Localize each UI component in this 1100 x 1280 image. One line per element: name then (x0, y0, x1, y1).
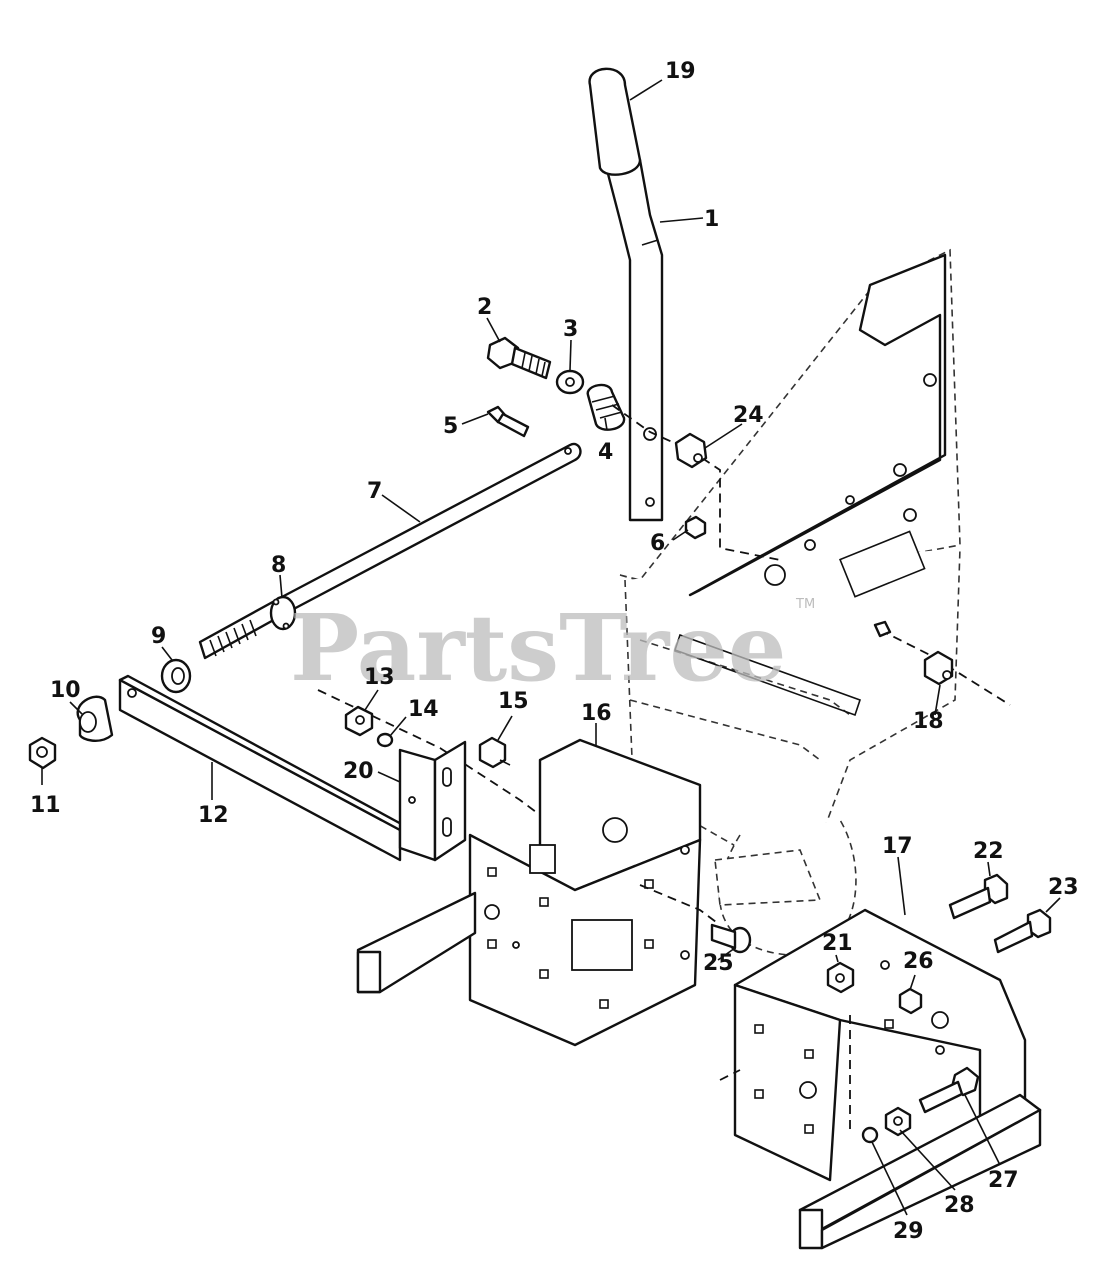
watermark-trademark: TM (795, 597, 815, 612)
small-bolt (486, 405, 530, 438)
callout-6: 6 (650, 531, 665, 556)
frame-axis-line (879, 629, 1011, 706)
callout-21: 21 (822, 931, 853, 956)
rod-collar (269, 595, 297, 631)
callout-28: 28 (944, 1193, 975, 1218)
square-tube-right (798, 1093, 1042, 1250)
compression-spring (586, 383, 626, 431)
leader-lines (41, 79, 1061, 1216)
bracket-axis-line (639, 884, 721, 926)
callout-24: 24 (733, 403, 764, 428)
watermark-text: PartsTree (290, 594, 786, 702)
callout-13: 13 (364, 665, 395, 690)
callout-4: 4 (598, 440, 613, 465)
callout-11: 11 (30, 793, 61, 818)
callout-12: 12 (198, 803, 229, 828)
angle-bracket (398, 740, 467, 862)
callout-9: 9 (151, 624, 166, 649)
callout-16: 16 (581, 701, 612, 726)
callout-17: 17 (882, 834, 913, 859)
callout-7: 7 (367, 479, 382, 504)
lock-nut-24 (674, 432, 708, 469)
shift-lever (605, 158, 664, 522)
callout-14: 14 (408, 697, 439, 722)
hex-bolt-22 (948, 873, 1009, 920)
washer-14 (376, 732, 394, 748)
carriage-bolt (710, 923, 752, 954)
callout-22: 22 (973, 839, 1004, 864)
hex-bolt-27 (918, 1066, 980, 1114)
mount-axis-line (719, 1015, 851, 1130)
nut-26 (898, 987, 923, 1015)
callout-23: 23 (1048, 875, 1079, 900)
channel-bracket (468, 738, 702, 1047)
nut-15 (478, 736, 511, 769)
callout-1: 1 (704, 207, 719, 232)
lock-nut-18 (923, 650, 954, 686)
nut-13 (344, 705, 374, 737)
callout-5: 5 (443, 414, 458, 439)
hex-bolt-23 (993, 908, 1052, 954)
nut-21 (826, 961, 855, 994)
flat-washer (555, 369, 585, 395)
nut-28 (884, 1106, 912, 1137)
callout-27: 27 (988, 1168, 1019, 1193)
square-tube-left (356, 891, 477, 994)
bushing-9 (160, 658, 192, 694)
callout-2: 2 (477, 295, 492, 320)
frame-plate (673, 253, 947, 717)
callout-labels: 19 1 2 3 4 5 6 7 8 9 10 11 12 13 14 15 1… (30, 59, 1079, 1244)
callout-15: 15 (498, 689, 529, 714)
callout-8: 8 (271, 553, 286, 578)
nut-axis-line (317, 689, 601, 861)
callout-18: 18 (913, 709, 944, 734)
spacer-10 (76, 695, 114, 742)
callout-26: 26 (903, 949, 934, 974)
shoulder-bolt (486, 336, 552, 380)
small-nut (684, 515, 707, 540)
washer-29 (861, 1126, 879, 1144)
callout-3: 3 (563, 317, 578, 342)
small-pin (873, 620, 892, 638)
callout-20: 20 (343, 759, 374, 784)
lock-nut-11 (28, 736, 57, 770)
callout-29: 29 (893, 1219, 924, 1244)
callout-19: 19 (665, 59, 696, 84)
callout-10: 10 (50, 678, 81, 703)
lever-grip (588, 67, 642, 176)
callout-25: 25 (703, 951, 734, 976)
